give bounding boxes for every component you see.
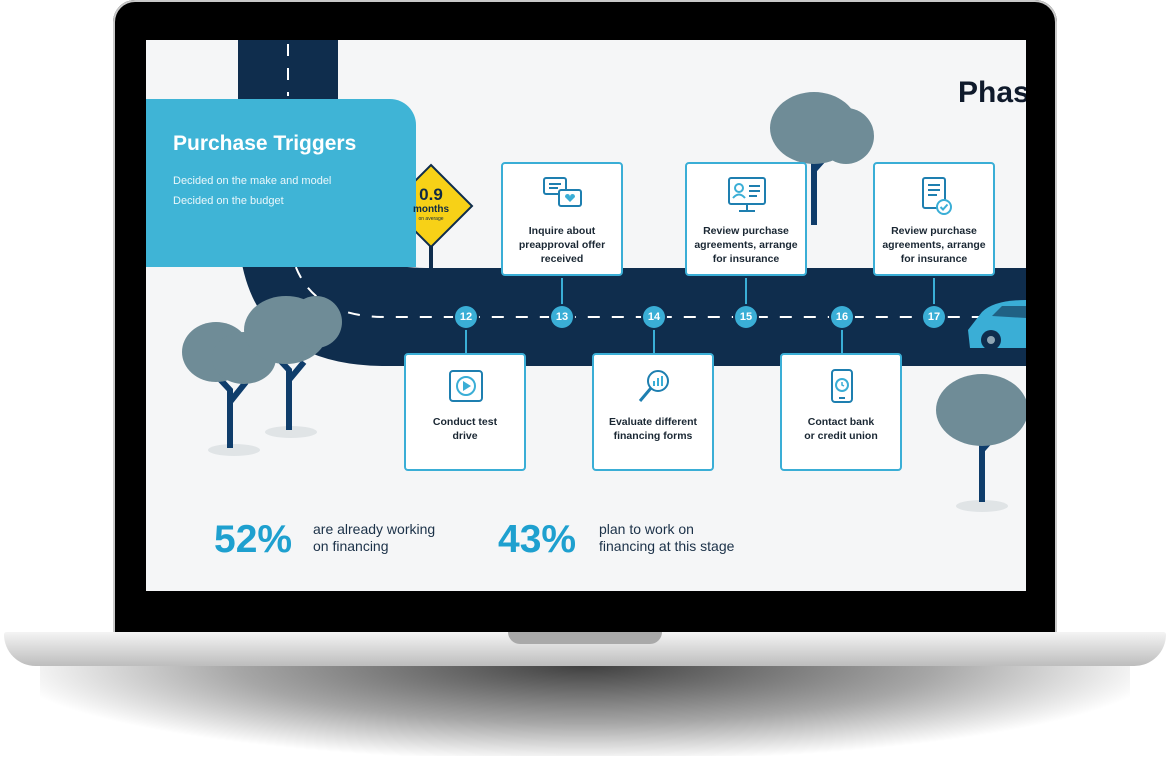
stat-percentage: 43% — [498, 518, 577, 561]
tree-left-1 — [182, 322, 276, 456]
step-card-17: Review purchase agreements, arrange for … — [873, 162, 995, 276]
step-number: 15 — [735, 306, 757, 328]
purchase-triggers-panel: Purchase Triggers Decided on the make an… — [146, 99, 416, 267]
step-label-line: drive — [452, 430, 478, 442]
step-label-line: for insurance — [900, 253, 968, 265]
road-curve — [238, 100, 1026, 366]
chat-heart-icon — [543, 177, 582, 207]
sign-note: on average — [418, 216, 444, 222]
stat-line: financing at this stage — [599, 538, 735, 554]
step-label-line: Inquire about — [528, 225, 596, 237]
trigger-item: Decided on the budget — [173, 195, 284, 207]
card-connectors — [465, 278, 935, 354]
step-label-line: Conduct test — [432, 416, 498, 428]
stat-percentage: 52% — [214, 518, 293, 561]
step-number: 13 — [551, 306, 573, 328]
stat-line: on financing — [313, 538, 389, 554]
step-card-12: Conduct test drive — [404, 353, 526, 471]
sign-unit: months — [412, 204, 450, 215]
step-label-line: Evaluate different — [608, 416, 698, 428]
tree-left-2 — [244, 296, 342, 438]
infographic-screen: Purchase Triggers Decided on the make an… — [146, 40, 1026, 591]
tree-bottom-right — [936, 374, 1026, 512]
sign-value: 0.9 — [419, 185, 443, 204]
stat-description: plan to work on financing at this stage — [599, 521, 734, 555]
car-icon — [968, 300, 1026, 350]
stat-line: plan to work on — [599, 521, 694, 537]
road-scene — [182, 40, 1026, 512]
laptop-shadow — [40, 666, 1130, 756]
step-number: 17 — [923, 306, 945, 328]
stat-line: are already working — [313, 521, 436, 537]
step-number: 16 — [831, 306, 853, 328]
laptop-notch — [508, 632, 662, 644]
tree-top-right — [770, 92, 874, 225]
play-video-icon — [449, 370, 483, 402]
document-check-icon — [922, 177, 952, 215]
purchase-triggers-title: Purchase Triggers — [173, 132, 357, 155]
step-card-15: Review purchase agreements, arrange for … — [685, 162, 807, 276]
step-label-line: Review purchase — [891, 225, 977, 237]
stat-description: are already working on financing — [313, 521, 435, 555]
step-label-line: financing forms — [613, 430, 693, 442]
phase-title: Phas — [958, 76, 1026, 109]
step-label-line: for insurance — [712, 253, 780, 265]
magnifier-chart-icon — [638, 370, 669, 402]
sign-post — [429, 230, 433, 268]
step-label-line: received — [540, 253, 584, 265]
step-number: 12 — [455, 306, 477, 328]
step-card-13: Inquire about preapproval offer received — [501, 162, 623, 276]
step-label-line: or credit union — [804, 430, 878, 442]
step-label-line: agreements, arrange — [882, 239, 986, 251]
trigger-item: Decided on the make and model — [173, 175, 332, 187]
step-card-16: Contact bank or credit union — [780, 353, 902, 471]
road-center-dashes — [287, 100, 1026, 318]
step-label-line: Contact bank — [807, 416, 875, 428]
step-number: 14 — [643, 306, 665, 328]
step-label-line: Review purchase — [703, 225, 789, 237]
step-label-line: preapproval offer — [518, 239, 606, 251]
step-label-line: agreements, arrange — [694, 239, 798, 251]
monitor-profile-icon — [728, 177, 766, 212]
step-card-14: Evaluate different financing forms — [592, 353, 714, 471]
mobile-clock-icon — [831, 369, 853, 403]
